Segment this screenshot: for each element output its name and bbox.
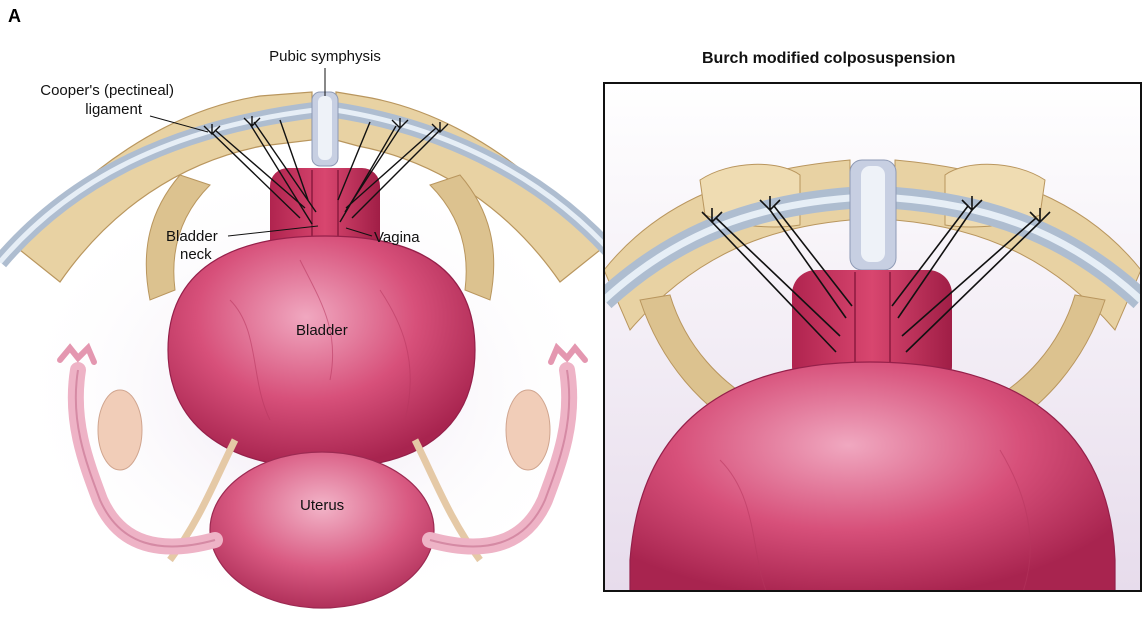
panel-letter: A	[8, 6, 21, 27]
ovary-left	[98, 390, 142, 470]
label-bladder-neck-line1: Bladder	[166, 228, 218, 245]
label-coopers-ligament-line1: Cooper's (pectineal)	[14, 82, 174, 99]
main-view	[0, 68, 620, 617]
inset-title: Burch modified colposuspension	[702, 50, 955, 68]
inset-view	[604, 83, 1141, 600]
label-bladder-neck-line2: neck	[180, 246, 212, 263]
label-bladder: Bladder	[296, 322, 348, 339]
ovary-right	[506, 390, 550, 470]
label-vagina: Vagina	[374, 229, 420, 246]
uterus	[210, 452, 434, 608]
label-pubic-symphysis: Pubic symphysis	[262, 48, 388, 65]
label-coopers-ligament-line2: ligament	[14, 101, 142, 118]
bladder	[168, 236, 475, 468]
label-uterus: Uterus	[300, 497, 344, 514]
